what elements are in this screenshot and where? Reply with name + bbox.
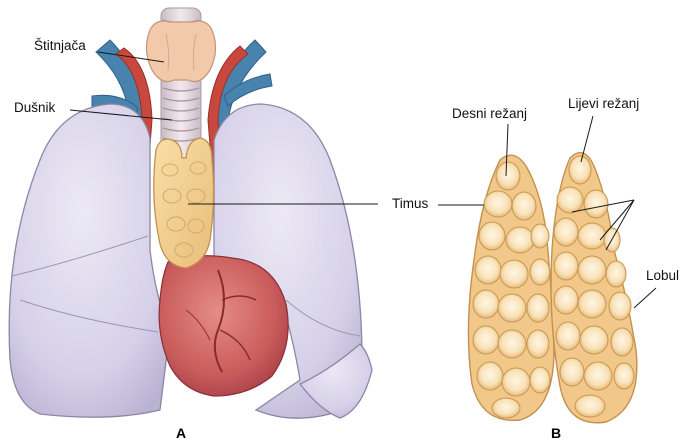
thymus-left-lobe [551, 153, 637, 423]
panel-label-a: A [176, 425, 186, 441]
leader-lobule-4 [634, 288, 656, 308]
label-trachea: Dušnik [14, 100, 56, 115]
label-lobule: Lobul [646, 268, 679, 283]
label-left-lobe: Lijevi režanj [568, 96, 639, 111]
label-right-lobe: Desni režanj [452, 106, 527, 121]
panel-a-illustration [9, 8, 372, 418]
thymus-right-lobe [468, 155, 554, 420]
heart [159, 256, 288, 396]
thyroid-gland [146, 21, 215, 82]
right-lung [9, 104, 170, 417]
label-thymus: Timus [392, 196, 428, 211]
panel-b-illustration [468, 153, 636, 423]
thymus-gland-panel-a [154, 138, 214, 268]
label-thyroid: Štitnjača [34, 38, 86, 53]
panel-label-b: B [551, 425, 561, 441]
